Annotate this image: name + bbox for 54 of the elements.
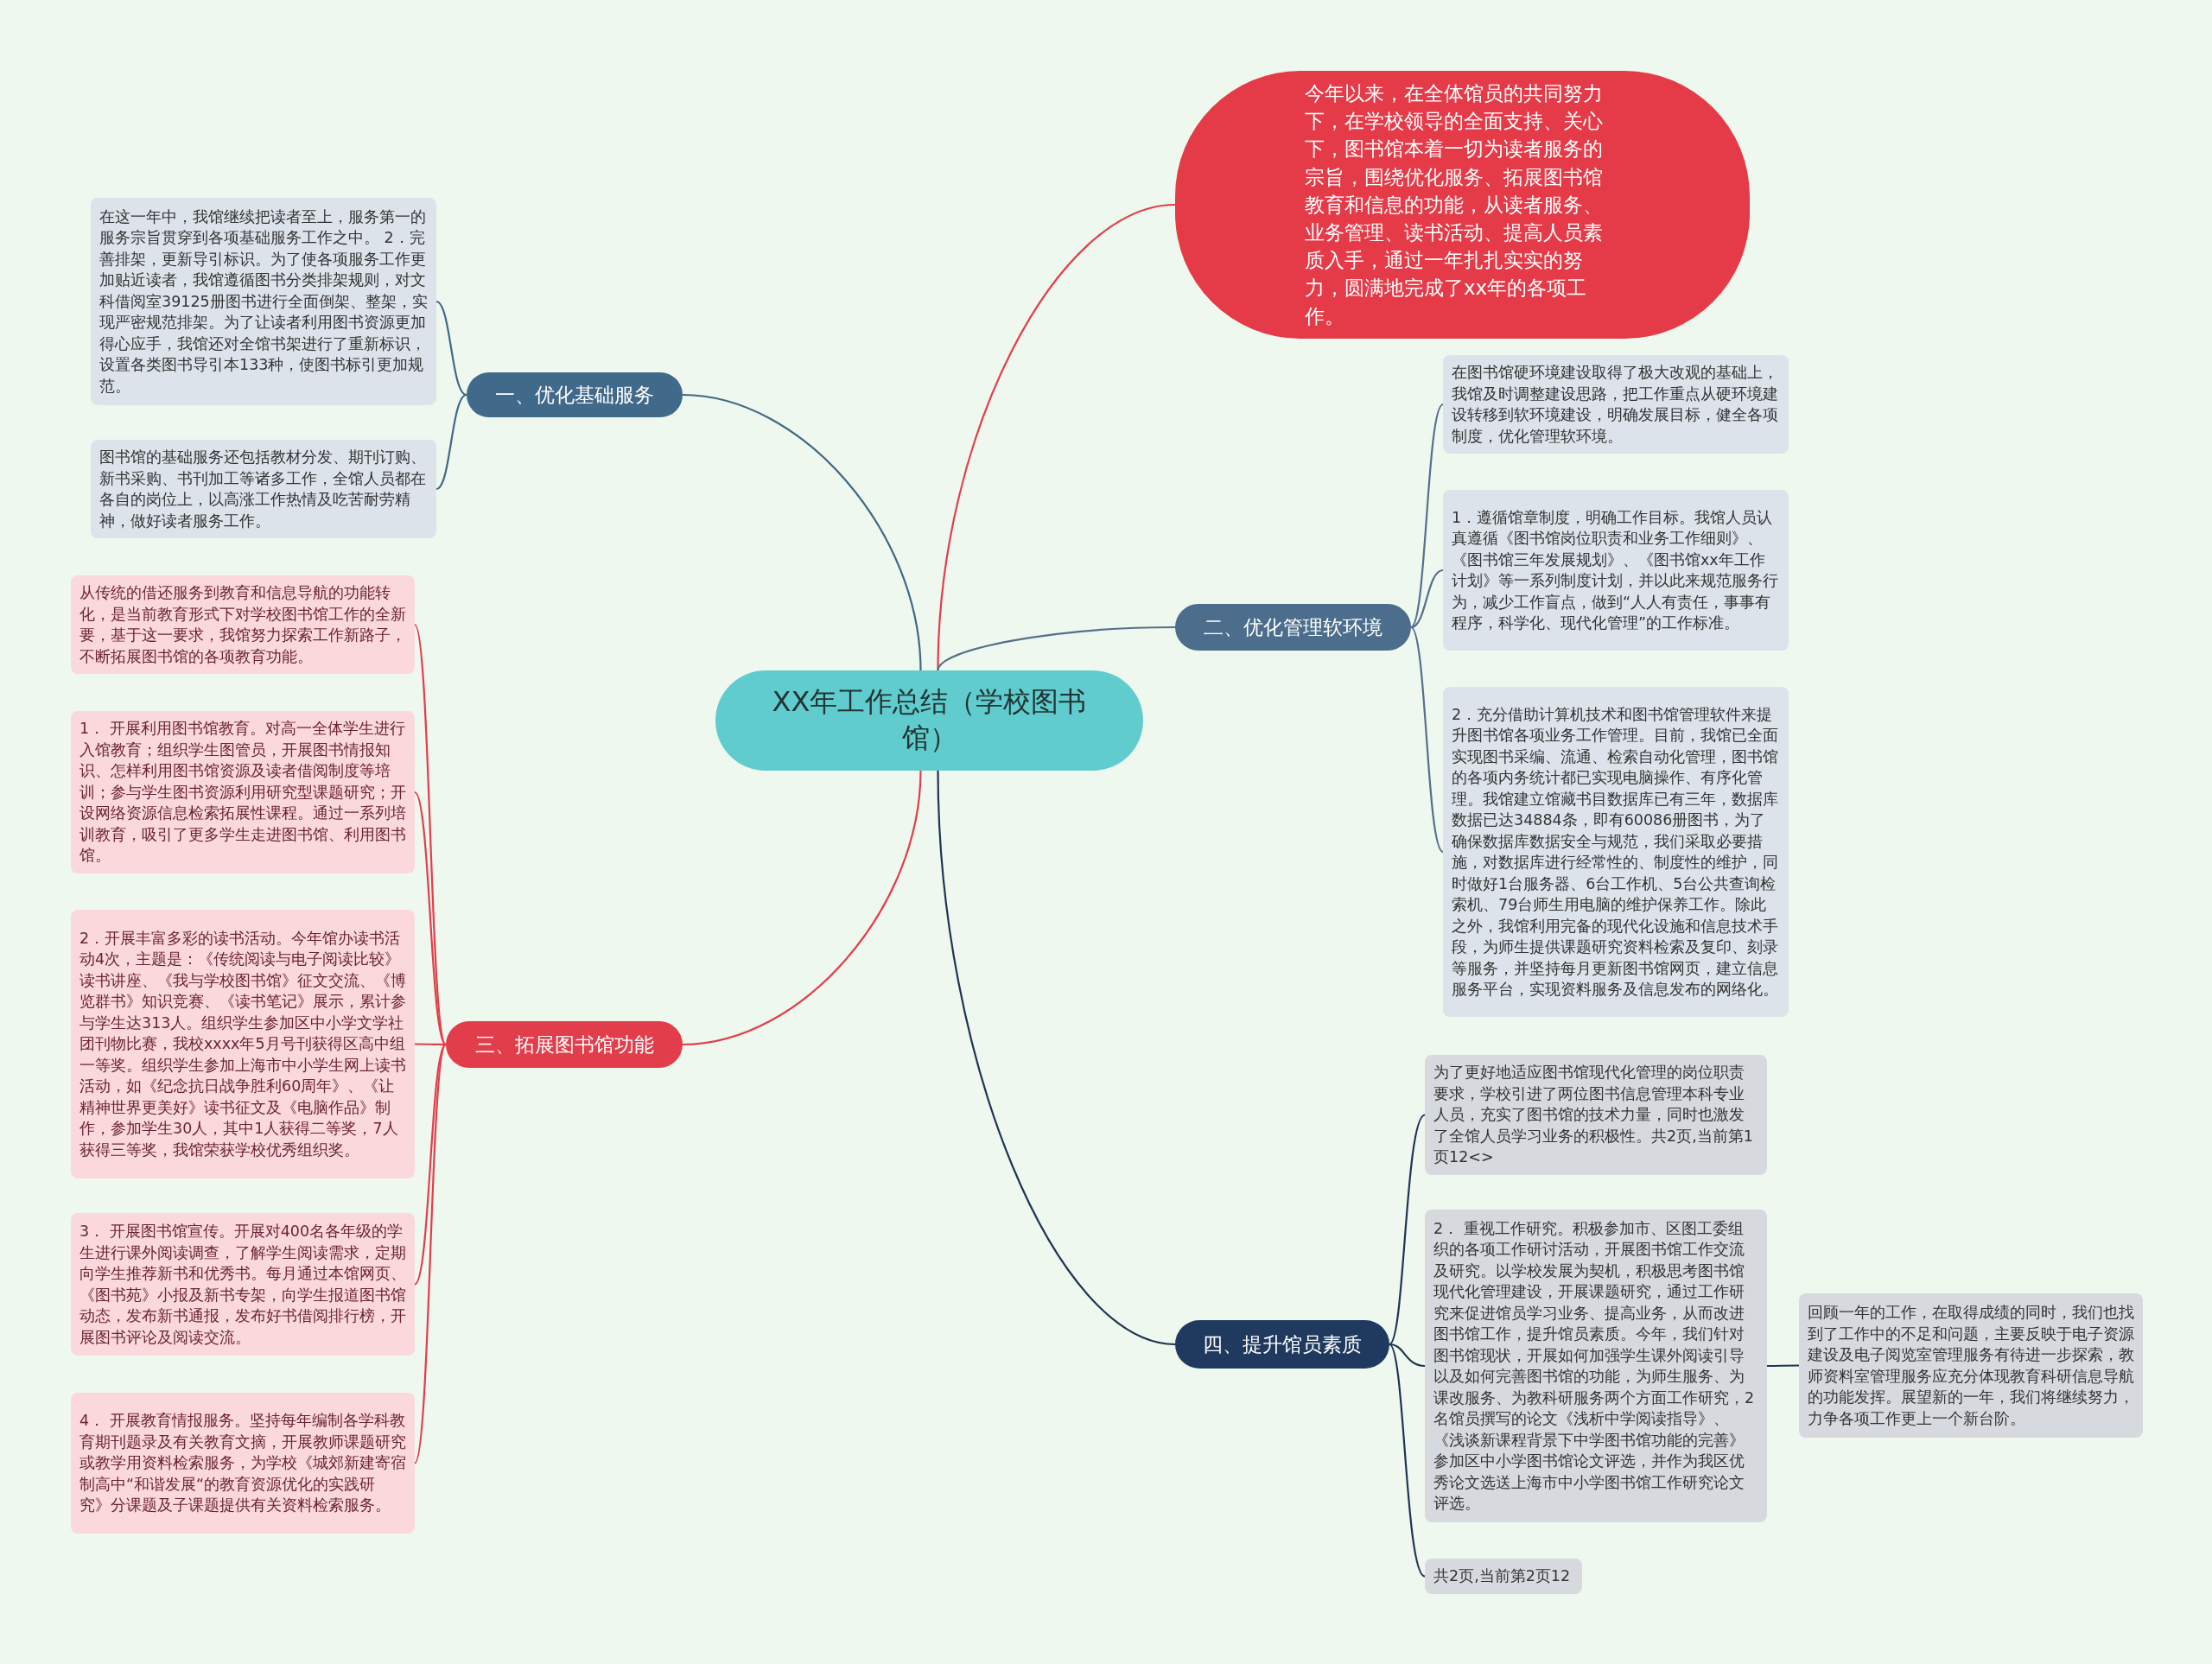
connector-line xyxy=(414,624,447,1045)
connector-line xyxy=(414,791,447,1045)
connector-line xyxy=(682,770,922,1046)
connector-line xyxy=(1389,1114,1426,1345)
connector-line xyxy=(937,203,1176,671)
connector-line xyxy=(682,393,922,671)
note-text: 1． 开展利用图书馆教育。对高一全体学生进行入馆教育；组织学生图管员，开展图书情报知识、怎样利用图书馆资源及读者借阅制度等培训；参与学生图书资源利用研究型课题研究；开设网络资源信息检索拓展性课程。通过一系列培训教育，吸引了更多学生走进图书馆、利用图书馆。 xyxy=(79,719,406,867)
connector-line xyxy=(937,626,1175,671)
branch-text: 三、拓展图书馆功能 xyxy=(474,1032,655,1057)
connector-line xyxy=(1389,1343,1426,1368)
note-card xyxy=(1443,355,1789,454)
summary-text: 今年以来，在全体馆员的共同努力下，在学校领导的全面支持、关心下，图书馆本着一切为读者服务的宗旨，围绕优化服务、拓展图书馆教育和信息的功能，从读者服务、业务管理、读书活动、提高人员素质入手，通过一年扎扎实实的努力，圆满地完成了xx年的各项工作。 xyxy=(1305,81,1604,329)
note-card xyxy=(1443,687,1789,1017)
note-text: 为了更好地适应图书馆现代化管理的岗位职责要求，学校引进了两位图书信息管理本科专业人员，充实了图书馆的技术力量，同时也激发了全馆人员学习业务的积极性。共2页,当前第1页12<> xyxy=(1433,1063,1754,1167)
connector-line xyxy=(415,1043,446,1046)
note-card xyxy=(71,1213,415,1356)
connector-line xyxy=(1410,403,1444,628)
note-text: 共2页,当前第2页12 xyxy=(1433,1566,1572,1586)
branch-text: 二、优化管理软环境 xyxy=(1203,614,1383,640)
note-card xyxy=(1425,1559,1582,1594)
note-card xyxy=(1425,1055,1767,1175)
branch-text: 一、优化基础服务 xyxy=(494,382,655,408)
note-card xyxy=(1799,1293,2143,1438)
note-card xyxy=(71,910,415,1178)
connector-line xyxy=(435,394,467,490)
note-text: 在这一年中，我馆继续把读者至上，服务第一的服务宗旨贯穿到各项基础服务工作之中。 2．完善排架，更新导引标识。为了使各项服务工作更加贴近读者，我馆遵循图书分类排架规则，对文科借阅室39125册图书进行全面倒架、整架，实现严密规范排架。为了让读者利用图书资源更加得心应手，我馆还对全馆书架进行了重新标识，设置各类图书导引本133种，使图书标引更加规范。 xyxy=(99,206,428,397)
note-text: 4． 开展教育情报服务。坚持每年编制各学科教育期刊题录及有关教育文摘，开展教师课题研究或教学用资料检索服务，为学校《城郊新建寄宿制高中“和谐发展“的教育资源优化的实践研究》分课题及子课题提供有关资料检索服务。 xyxy=(79,1411,406,1516)
branch-pill xyxy=(467,372,683,417)
note-text: 从传统的借还服务到教育和信息导航的功能转化，是当前教育形式下对学校图书馆工作的全新要，基于这一要求，我馆努力探索工作新路子，不断拓展图书馆的各项教育功能。 xyxy=(79,583,406,667)
note-card xyxy=(91,440,436,538)
connector-line xyxy=(435,301,467,396)
note-text: 3． 开展图书馆宣传。开展对400名各年级的学生进行课外阅读调查，了解学生阅读需求，定期向学生推荐新书和优秀书。每月通过本馆网页、《图书苑》小报及新书专架，向学生报道图书馆动态，发布新书通报，发布好书借阅排行榜，开展图书评论及阅读交流。 xyxy=(79,1222,406,1348)
connector-line xyxy=(414,1044,447,1286)
note-text: 回顾一年的工作，在取得成绩的同时，我们也找到了工作中的不足和问题，主要反映于电子资源建设及电子阅览室管理服务有待进一步探索，教师资料室管理服务应充分体现教育科研信息导航的功能发挥。展望新的一年，我们将继续努力，力争各项工作更上一个新台阶。 xyxy=(1808,1303,2134,1429)
connector-line xyxy=(414,1044,447,1464)
note-card xyxy=(1443,490,1789,651)
branch-pill xyxy=(446,1021,683,1068)
connector-line xyxy=(1410,568,1444,629)
note-text: 2．充分借助计算机技术和图书馆管理软件来提升图书馆各项业务工作管理。目前，我馆已全面实现图书采编、流通、检索自动化管理，图书馆的各项内务统计都已实现电脑操作、有序化管理。我馆建立馆藏书目数据库已有三年，数据库数据已达34884条，即有60086册图书，为了确保数据库数据安全与规范，我们采取必要措施，对数据库进行经常性的、制度性的维护，同时做好1台服务器、6台工作机、5台公共查询检索机、79台师生用电脑的维护保养工作。除此之外，我馆利用完备的现代化设施和信息技术手段，为师生提供课题研究资料检索及复印、刻录等服务，并坚持每月更新图书馆网页，建立信息服务平台，实现资料服务及信息发布的网络化。 xyxy=(1452,704,1779,1000)
note-card xyxy=(71,575,415,674)
note-text: 图书馆的基础服务还包括教材分发、期刊订购、新书采购、书刊加工等诸多工作，全馆人员都在各自的岗位上，以高涨工作热情及吃苦耐劳精神，做好读者服务工作。 xyxy=(99,448,427,531)
connector-line xyxy=(1389,1343,1426,1578)
note-text: 在图书馆硬环境建设取得了极大改观的基础上，我馆及时调整建设思路，把工作重点从硬环境建设转移到软环境建设，明确发展目标，健全各项制度，优化管理软环境。 xyxy=(1452,363,1779,447)
branch-text: 四、提升馆员素质 xyxy=(1202,1331,1363,1357)
connector-line xyxy=(1410,626,1444,853)
central-topic-text: XX年工作总结（学校图书馆） xyxy=(771,684,1088,756)
note-text: 2． 重视工作研究。积极参加市、区图工委组织的各项工作研讨活动，开展图书馆工作交流及研究。以学校发展为契机，积极思考图书馆现代化管理建设，开展课题研究，通过工作研究来促进馆员学习业务、提高业务，从而改进图书馆工作，提升馆员素质。今年，我们针对图书馆现状，开展如何加强学生课外阅读引导以及如何完善图书馆的功能，为师生服务、为课改服务、为教科研服务两个方面工作研究，2名馆员撰写的论文《浅析中学阅读指导》、《浅谈新课程背景下中学图书馆功能的完善》参加区中小学图书馆论文评选，并作为我区优秀论文选送上海市中小学图书馆工作研究论文评选。 xyxy=(1433,1218,1756,1514)
branch-pill xyxy=(1175,604,1411,651)
connector-line xyxy=(1767,1364,1799,1368)
note-text: 2．开展丰富多彩的读书活动。今年馆办读书活动4次，主题是：《传统阅读与电子阅读比较》读书讲座、《我与学校图书馆》征文交流、《博览群书》知识竞赛、《读书笔记》展示，累计参与学生达313人。组织学生参加区中小学文学社团刊物比赛，我校xxxx年5月号刊获得区高中组一等奖。组织学生参加上海市中小学生网上读书活动，如《纪念抗日战争胜利60周年》、《让精神世界更美好》读书征文及《电脑作品》制作，参加学生30人，其中1人获得二等奖，7人获得三等奖，我馆荣获学校优秀组织奖。 xyxy=(79,928,406,1160)
connector-line xyxy=(937,770,1176,1346)
note-card xyxy=(71,1393,415,1534)
branch-pill xyxy=(1175,1320,1389,1369)
note-text: 1．遵循馆章制度，明确工作目标。我馆人员认真遵循《图书馆岗位职责和业务工作细则》、《图书馆三年发展规划》、《图书馆xx年工作计划》等一系列制度计划，并以此来规范服务行为，减少工作盲点，做到“人人有责任，事事有程序，科学化、现代化管理”的工作标准。 xyxy=(1452,507,1779,633)
